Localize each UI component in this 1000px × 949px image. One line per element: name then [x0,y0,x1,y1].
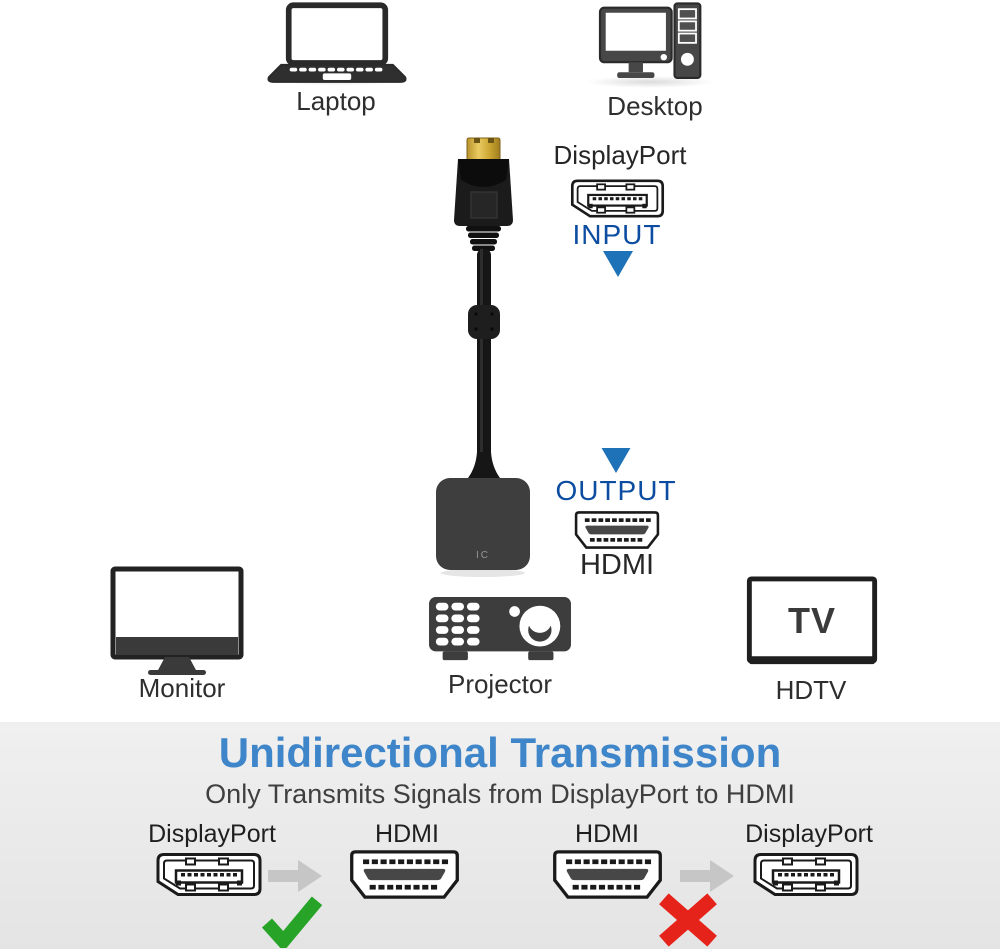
displayport-input-label: DisplayPort [553,140,687,170]
monitor-label: Monitor [138,673,226,703]
output-direction-arrow-icon [601,448,631,473]
flow-arrow-icon [268,860,322,892]
hdmi-connector-icon [574,511,660,549]
tv-screen-text: TV [787,600,837,641]
compat-2-from-label: HDMI [575,820,639,848]
check-icon [261,896,323,948]
displayport-connector-icon [156,853,262,896]
adapter-cable-image [436,137,530,577]
unidirectional-banner: Unidirectional Transmission Only Transmi… [0,722,1000,949]
banner-title: Unidirectional Transmission [218,729,782,776]
projector-label: Projector [447,669,553,699]
flow-arrow-icon [680,860,734,892]
input-label: INPUT [572,219,662,250]
desktop-label: Desktop [607,91,703,121]
banner-subtitle: Only Transmits Signals from DisplayPort … [205,779,795,809]
compat-1-from-label: DisplayPort [148,820,276,848]
adapter-chip-marking: IC [476,550,490,561]
tv-icon [746,576,878,665]
compat-2-to-label: DisplayPort [745,820,873,848]
hdmi-output-label: HDMI [579,549,655,581]
cross-icon [659,893,717,947]
displayport-connector-icon [570,179,665,218]
hdmi-connector-icon [553,850,662,899]
laptop-label: Laptop [296,86,376,116]
desktop-icon [598,2,702,80]
displayport-connector-icon [753,853,859,896]
projector-icon [429,596,571,661]
hdtv-label: HDTV [775,675,847,705]
laptop-icon [267,2,407,83]
input-direction-arrow-icon [603,251,633,277]
output-label: OUTPUT [555,475,677,506]
hdmi-connector-icon [350,850,459,899]
compat-1-to-label: HDMI [375,820,439,848]
monitor-icon [110,566,244,675]
